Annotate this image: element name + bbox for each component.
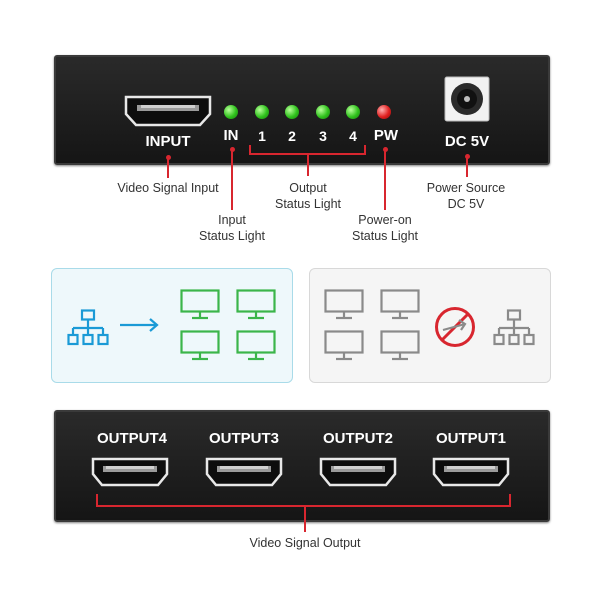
output-status-bracket-left [249,145,251,155]
video-signal-output-text: Video Signal Output [249,536,361,550]
network-icon [493,309,535,349]
dc-pointer-dot [464,154,470,159]
in-status-pointer-dot [229,147,235,152]
dc-pointer-line [466,157,468,177]
video-signal-input-text: Video Signal Input [117,181,219,195]
unsupported-mode-card [309,268,551,383]
channel-2-led [285,105,299,119]
dc-label: DC 5V [444,133,490,150]
power-source-line1: Power Source [426,181,506,195]
monitor-icon [324,289,364,321]
output3-label: OUTPUT3 [208,430,279,447]
hdmi-output3-port-icon [204,456,284,488]
hdmi-output2-port-icon [318,456,398,488]
prohibited-icon [433,305,477,349]
output-bracket [96,505,511,507]
monitor-icon [380,289,420,321]
hdmi-output4-port-icon [90,456,170,488]
hdmi-output1-port-icon [431,456,511,488]
channel-2-label: 2 [288,128,296,144]
output4-label: OUTPUT4 [96,430,167,447]
monitor-icon [180,289,220,321]
input-status-light-line2: Status Light [198,229,265,243]
network-icon [67,309,109,349]
in-status-led [224,105,238,119]
power-status-pointer-line [384,150,386,210]
hdmi-input-port-icon [123,94,213,128]
power-source-line2: DC 5V [447,197,485,211]
video-input-pointer-line [167,158,169,178]
output2-label: OUTPUT2 [322,430,393,447]
pw-label: PW [373,127,399,144]
output-status-light-line2: Status Light [274,197,341,211]
channel-3-label: 3 [319,128,327,144]
monitor-icon [380,330,420,362]
power-status-pointer-dot [382,147,388,152]
output-status-bracket-right [364,145,366,155]
input-label: INPUT [145,133,191,150]
power-on-status-light-line1: Power-on [358,213,412,227]
output-status-pointer-line [307,154,309,176]
power-led [377,105,391,119]
in-label: IN [223,127,239,144]
output1-label: OUTPUT1 [435,430,506,447]
monitor-icon [236,330,276,362]
supported-mode-card [51,268,293,383]
input-status-light-line1: Input [218,213,246,227]
monitor-icon [236,289,276,321]
channel-4-label: 4 [349,128,357,144]
output-bracket-left [96,494,98,506]
in-status-pointer-line [231,150,233,210]
channel-4-led [346,105,360,119]
dc-power-jack-icon [444,76,490,122]
video-input-pointer-dot [165,155,171,160]
channel-1-label: 1 [258,128,266,144]
video-output-pointer-line [304,506,306,532]
channel-1-led [255,105,269,119]
monitor-icon [180,330,220,362]
output-bracket-right [509,494,511,506]
arrow-right-icon [119,316,161,334]
output-status-light-line1: Output [289,181,327,195]
power-on-status-light-line2: Status Light [351,229,418,243]
channel-3-led [316,105,330,119]
monitor-icon [324,330,364,362]
